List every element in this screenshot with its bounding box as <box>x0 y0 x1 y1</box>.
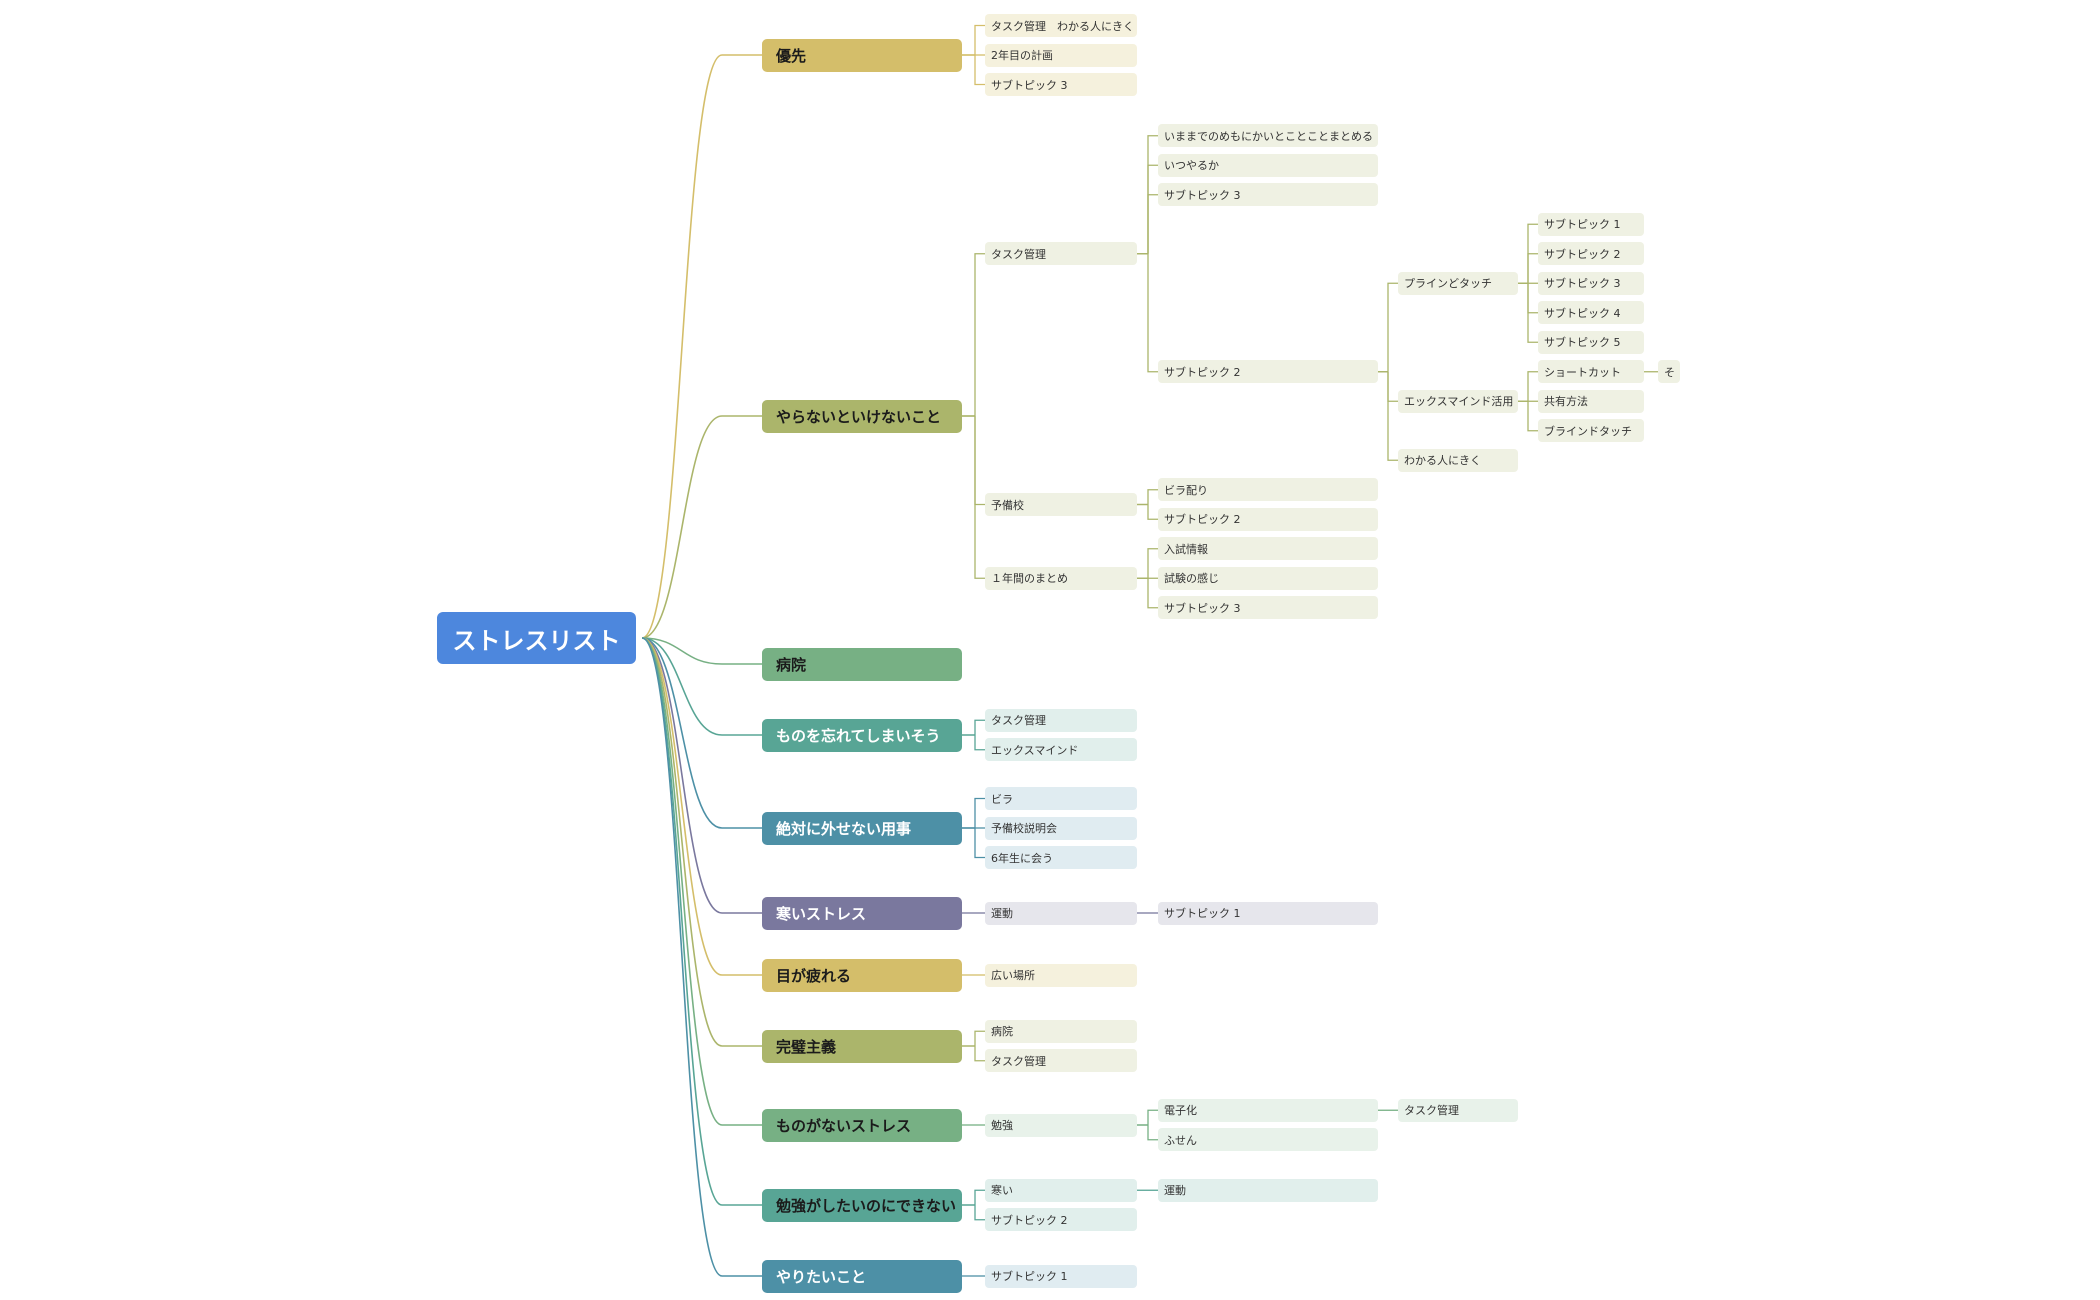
connector-line <box>974 416 985 506</box>
connector-line <box>1147 194 1158 254</box>
subtopic-node[interactable]: 病院 <box>985 1019 1137 1043</box>
connector-line <box>1387 282 1398 372</box>
connector-line <box>1147 578 1158 609</box>
connector-line <box>641 415 762 639</box>
connector-line <box>1527 253 1538 284</box>
subtopic-node[interactable]: タスク管理 <box>1398 1098 1518 1122</box>
subtopic-node[interactable]: １年間のまとめ <box>985 566 1137 590</box>
main-topic[interactable]: 目が疲れる <box>762 958 962 992</box>
subtopic-node[interactable]: サブトピック 3 <box>1158 596 1378 620</box>
main-topic[interactable]: 絶対に外せない用事 <box>762 811 962 845</box>
connector-line <box>974 24 985 55</box>
subtopic-node[interactable]: 電子化 <box>1158 1098 1378 1122</box>
subtopic-node[interactable]: わかる人にきく <box>1398 448 1518 472</box>
subtopic-node[interactable]: 広い場所 <box>985 963 1137 987</box>
connector-line <box>974 735 985 751</box>
main-topic[interactable]: やらないといけないこと <box>762 399 962 433</box>
subtopic-node[interactable]: そ <box>1658 360 1680 384</box>
main-topic[interactable]: 病院 <box>762 647 962 681</box>
subtopic-node[interactable]: いつやるか <box>1158 153 1378 177</box>
subtopic-node[interactable]: 入試情報 <box>1158 537 1378 561</box>
subtopic-node[interactable]: サブトピック 4 <box>1538 301 1644 325</box>
subtopic-node[interactable]: サブトピック 3 <box>1158 183 1378 207</box>
subtopic-node[interactable]: サブトピック 5 <box>1538 330 1644 354</box>
subtopic-node[interactable]: ビラ <box>985 787 1137 810</box>
connector-line <box>1147 164 1158 254</box>
connector-line <box>974 253 985 416</box>
subtopic-node[interactable]: 運動 <box>1158 1178 1378 1202</box>
subtopic-node[interactable]: プラインどタッチ <box>1398 271 1518 295</box>
subtopic-node[interactable]: ブラインドタッチ <box>1538 419 1644 443</box>
subtopic-node[interactable]: タスク管理 <box>985 708 1137 732</box>
connector-line <box>1147 1125 1158 1141</box>
connector-line <box>1147 253 1158 373</box>
subtopic-node[interactable]: ショートカット <box>1538 360 1644 384</box>
main-topic[interactable]: 寒いストレス <box>762 896 962 930</box>
connector-line <box>974 416 985 579</box>
subtopic-node[interactable]: ふせん <box>1158 1128 1378 1152</box>
connector-line <box>1147 1109 1158 1125</box>
subtopic-node[interactable]: ビラ配り <box>1158 478 1378 502</box>
connector-line <box>1147 548 1158 579</box>
subtopic-node[interactable]: 予備校説明会 <box>985 816 1137 840</box>
subtopic-node[interactable]: サブトピック 2 <box>1538 242 1644 266</box>
main-topic[interactable]: ものを忘れてしまいそう <box>762 718 962 752</box>
connector-line <box>1387 371 1398 461</box>
connector-line <box>641 637 762 829</box>
subtopic-node[interactable]: 勉強 <box>985 1113 1137 1137</box>
subtopic-node[interactable]: タスク管理 <box>985 1049 1137 1073</box>
subtopic-node[interactable]: サブトピック 1 <box>1538 212 1644 236</box>
connector-line <box>1527 401 1538 432</box>
subtopic-node[interactable]: タスク管理 <box>985 242 1137 266</box>
subtopic-node[interactable]: 寒い <box>985 1178 1137 1202</box>
connector-line <box>974 1189 985 1205</box>
connector-line <box>974 719 985 735</box>
connector-line <box>974 1046 985 1062</box>
main-topic[interactable]: ものがないストレス <box>762 1108 962 1142</box>
subtopic-node[interactable]: 予備校 <box>985 493 1137 516</box>
subtopic-node[interactable]: タスク管理 わかる人にきく <box>985 14 1137 37</box>
connector-line <box>641 637 762 1206</box>
subtopic-node[interactable]: サブトピック 2 <box>1158 507 1378 531</box>
subtopic-node[interactable]: サブトピック 2 <box>985 1208 1137 1232</box>
main-topic[interactable]: やりたいこと <box>762 1259 962 1293</box>
subtopic-node[interactable]: 共有方法 <box>1538 389 1644 413</box>
subtopic-node[interactable]: 6年生に会う <box>985 846 1137 869</box>
connector-line <box>1387 371 1398 402</box>
connector-line <box>641 637 762 914</box>
connector-line <box>641 637 762 736</box>
subtopic-node[interactable]: エックスマインド活用 <box>1398 389 1518 413</box>
connector-line <box>974 55 985 86</box>
connector-line <box>1527 283 1538 343</box>
subtopic-node[interactable]: 2年目の計画 <box>985 43 1137 67</box>
connector-line <box>641 637 762 1277</box>
subtopic-node[interactable]: サブトピック 3 <box>985 73 1137 96</box>
connector-line <box>641 637 762 976</box>
subtopic-node[interactable]: 運動 <box>985 901 1137 925</box>
connector-line <box>974 1030 985 1046</box>
subtopic-node[interactable]: サブトピック 3 <box>1538 271 1644 295</box>
subtopic-node[interactable]: サブトピック 1 <box>985 1264 1137 1288</box>
connector-line <box>641 54 762 639</box>
connector-line <box>641 637 762 1047</box>
main-topic[interactable]: 優先 <box>762 38 962 72</box>
subtopic-node[interactable]: サブトピック 1 <box>1158 901 1378 925</box>
main-topic[interactable]: 完璧主義 <box>762 1029 962 1063</box>
connector-line <box>1527 371 1538 402</box>
main-topic[interactable]: 勉強がしたいのにできない <box>762 1188 962 1222</box>
subtopic-node[interactable]: エックスマインド <box>985 738 1137 762</box>
connector-line <box>1147 489 1158 505</box>
subtopic-node[interactable]: いままでのめもにかいとことことまとめる <box>1158 124 1378 148</box>
connector-line <box>974 828 985 859</box>
connector-line <box>974 797 985 828</box>
connector-line <box>974 1205 985 1221</box>
subtopic-node[interactable]: サブトピック 2 <box>1158 360 1378 384</box>
subtopic-node[interactable]: 試験の感じ <box>1158 566 1378 590</box>
connector-line <box>641 637 762 1126</box>
connector-line <box>1147 504 1158 520</box>
root-topic[interactable]: ストレスリスト <box>437 612 636 664</box>
connector-line <box>641 637 762 665</box>
connector-line <box>1527 283 1538 314</box>
